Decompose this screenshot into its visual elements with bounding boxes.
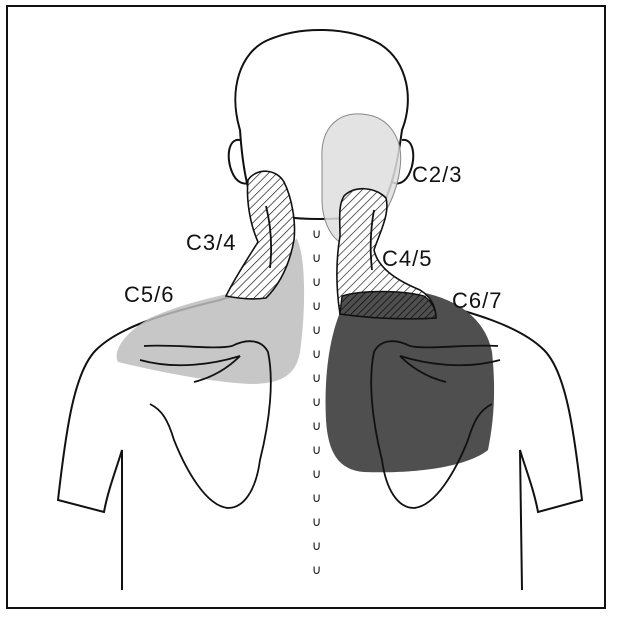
spine-marker: ∪ [312, 419, 322, 434]
label-c45: C4/5 [382, 248, 432, 270]
spine-marker: ∪ [312, 275, 322, 290]
spine-marker: ∪ [312, 539, 322, 554]
spine-marker: ∪ [312, 251, 322, 266]
spine-marker: ∪ [312, 227, 322, 242]
spine-marker: ∪ [312, 443, 322, 458]
label-c67: C6/7 [452, 290, 502, 312]
spine-marker: ∪ [312, 347, 322, 362]
spine-marker: ∪ [312, 299, 322, 314]
spine-marker: ∪ [312, 371, 322, 386]
spine-marker: ∪ [312, 491, 322, 506]
spine-marker: ∪ [312, 467, 322, 482]
spine-marker: ∪ [312, 323, 322, 338]
spine-marker: ∪ [312, 395, 322, 410]
label-c56: C5/6 [124, 284, 174, 306]
c45-dark-overlap [340, 292, 436, 319]
spine-marker: ∪ [312, 515, 322, 530]
spine-marker: ∪ [312, 563, 322, 578]
spinous-process-markers: ∪ ∪ ∪ ∪ ∪ ∪ ∪ ∪ ∪ ∪ ∪ ∪ ∪ ∪ ∪ [312, 227, 322, 578]
label-c23: C2/3 [412, 164, 462, 186]
label-c34: C3/4 [186, 232, 236, 254]
